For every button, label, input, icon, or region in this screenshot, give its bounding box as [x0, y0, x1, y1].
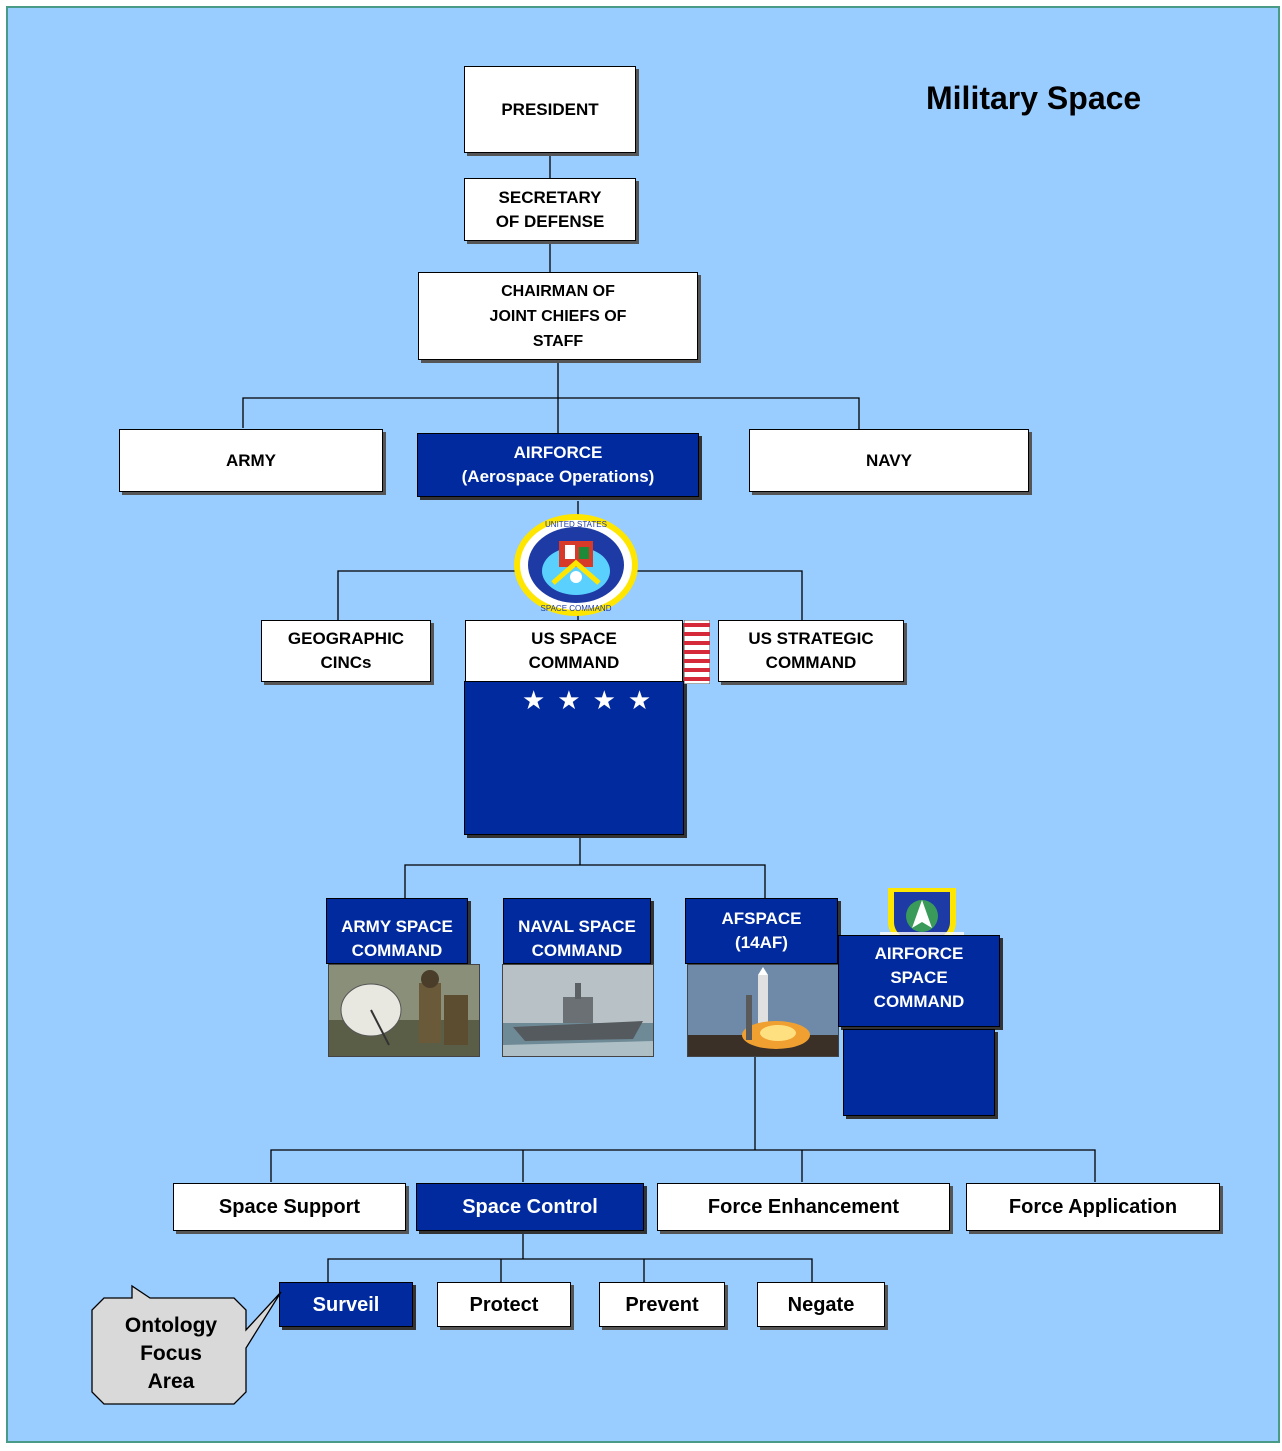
surveil-box: Surveil — [279, 1282, 413, 1327]
airforce-box: AIRFORCE (Aerospace Operations) — [417, 433, 699, 497]
army-box: ARMY — [119, 429, 383, 492]
force-application-box: Force Application — [966, 1183, 1220, 1231]
ontology-callout-shape — [91, 1284, 282, 1405]
svg-text:UNITED STATES: UNITED STATES — [545, 520, 607, 529]
airforce-space-command-box: AIRFORCE SPACE COMMAND — [838, 935, 1000, 1027]
navy-box: NAVY — [749, 429, 1029, 492]
chart-title: Military Space — [926, 80, 1142, 116]
afspc-emblem-icon — [880, 888, 964, 950]
joint-chiefs-box: CHAIRMAN OF JOINT CHIEFS OF STAFF — [418, 272, 698, 360]
ontology-focus-area-label: Ontology Focus Area — [124, 1314, 218, 1393]
space-support-box: Space Support — [173, 1183, 406, 1231]
svg-text:SPACE COMMAND: SPACE COMMAND — [541, 604, 612, 613]
warship-photo — [502, 964, 654, 1057]
negate-box: Negate — [757, 1282, 885, 1327]
us-space-command-box: US SPACE COMMAND — [465, 620, 683, 682]
prevent-box: Prevent — [599, 1282, 725, 1327]
rocket-launch-photo — [687, 964, 839, 1057]
four-star-rank-icon: ★★★★ — [522, 685, 664, 715]
afspace-14af-box: AFSPACE (14AF) — [685, 898, 838, 964]
space-control-box: Space Control — [416, 1183, 644, 1231]
president-box: PRESIDENT — [464, 66, 636, 153]
usspacecom-seal-icon: UNITED STATES SPACE COMMAND — [514, 514, 638, 616]
commander-block — [464, 681, 684, 835]
org-chart-canvas: Military Space PRESIDENT SECRETARY OF DE… — [6, 6, 1280, 1443]
army-space-command-box: ARMY SPACE COMMAND — [326, 898, 468, 964]
geographic-cincs-box: GEOGRAPHIC CINCs — [261, 620, 431, 682]
satellite-dish-photo — [328, 964, 480, 1057]
us-strategic-command-box: US STRATEGIC COMMAND — [718, 620, 904, 682]
airforce-space-command-subbox — [843, 1029, 995, 1116]
us-flag-icon — [684, 620, 710, 684]
secretary-of-defense-box: SECRETARY OF DEFENSE — [464, 178, 636, 241]
force-enhancement-box: Force Enhancement — [657, 1183, 950, 1231]
naval-space-command-box: NAVAL SPACE COMMAND — [503, 898, 651, 964]
protect-box: Protect — [437, 1282, 571, 1327]
